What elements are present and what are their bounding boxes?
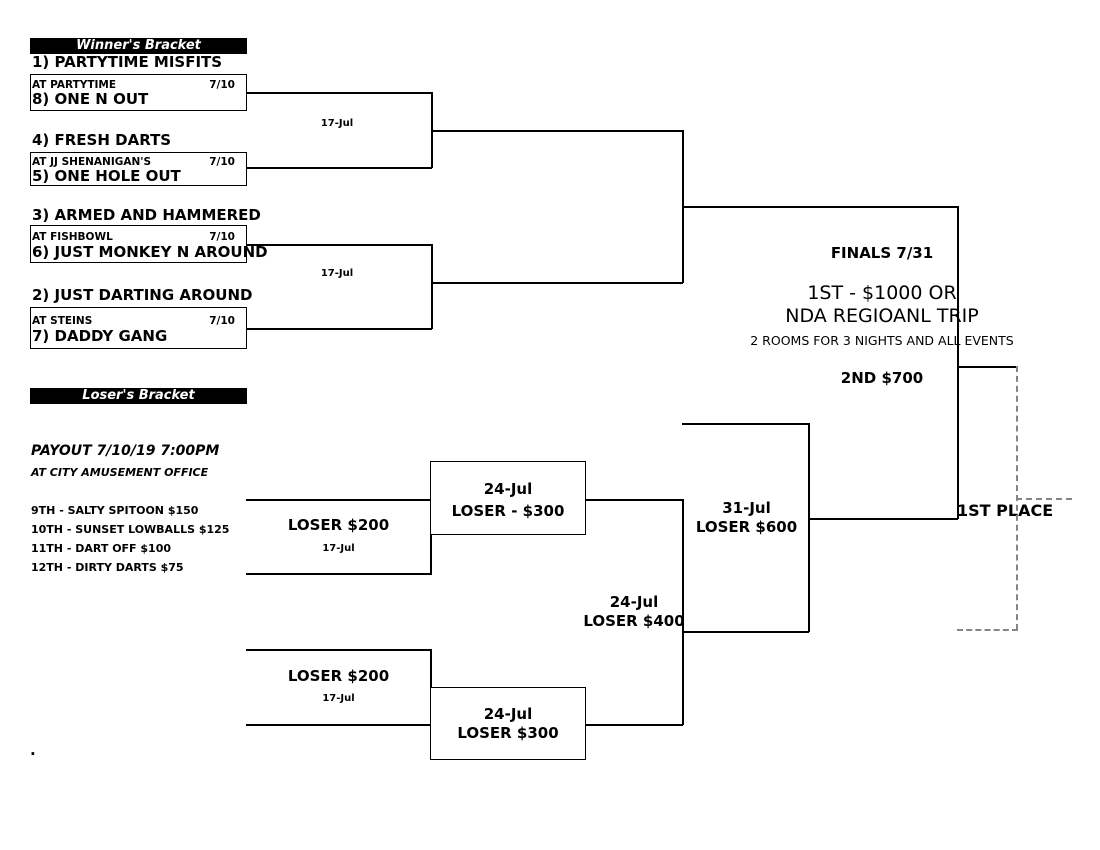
match-date-label: 17-Jul <box>322 693 355 704</box>
bracket-line <box>431 244 433 329</box>
match-date-label: 31-Jul <box>722 499 771 517</box>
bracket-line <box>682 499 684 725</box>
team-name-one-hole-out: 5) ONE HOLE OUT <box>32 167 181 185</box>
payout-location: AT CITY AMUSEMENT OFFICE <box>31 466 209 479</box>
match-venue: AT PARTYTIME <box>32 79 117 91</box>
loser-prize-label: LOSER $400 <box>583 612 685 630</box>
semifinal-date-label: 17-Jul <box>320 118 354 129</box>
second-prize-label: 2ND $700 <box>840 369 924 387</box>
bracket-line <box>957 206 959 519</box>
stray-period: . <box>30 741 36 759</box>
bracket-line <box>430 649 432 688</box>
bracket-line <box>682 423 809 425</box>
bracket-line <box>585 724 683 726</box>
payout-item-9th: 9TH - SALTY SPITOON $150 <box>31 504 199 517</box>
bracket-line <box>246 92 432 94</box>
losers-bracket-header-label: Loser's Bracket <box>82 388 195 403</box>
match-date-label: 17-Jul <box>322 543 355 554</box>
bracket-line <box>431 130 683 132</box>
payout-title: PAYOUT 7/10/19 7:00PM <box>31 443 220 459</box>
bracket-line <box>430 535 432 575</box>
bracket-line <box>246 328 432 330</box>
match-venue: AT FISHBOWL <box>32 231 113 243</box>
payout-item-12th: 12TH - DIRTY DARTS $75 <box>31 561 184 574</box>
bracket-line <box>585 499 683 501</box>
bracket-line <box>246 167 432 169</box>
bracket-line-dashed <box>1016 498 1072 500</box>
match-date: 7/10 <box>209 315 235 327</box>
bracket-line <box>246 499 431 501</box>
match-box <box>430 687 586 760</box>
match-venue: AT STEINS <box>32 315 93 327</box>
team-name-just-monkey-n-around: 6) JUST MONKEY N AROUND <box>32 243 268 261</box>
team-name-just-darting-around: 2) JUST DARTING AROUND <box>32 286 253 304</box>
bracket-line <box>246 724 431 726</box>
team-name-daddy-gang: 7) DADDY GANG <box>32 327 168 345</box>
match-date: 7/10 <box>209 79 235 91</box>
bracket-line <box>246 573 431 575</box>
first-place-label: 1ST PLACE <box>957 501 1054 520</box>
match-date: 7/10 <box>209 231 235 243</box>
first-prize-line1: 1ST - $1000 OR <box>807 282 957 304</box>
match-venue: AT JJ SHENANIGAN'S <box>32 156 152 168</box>
match-box <box>30 152 247 186</box>
loser-prize-label: LOSER $200 <box>287 667 390 685</box>
match-box <box>430 461 586 535</box>
finals-title: FINALS 7/31 <box>830 244 934 262</box>
bracket-line <box>682 631 809 633</box>
bracket-line <box>957 366 1018 368</box>
bracket-line <box>431 282 683 284</box>
bracket-line <box>682 206 958 208</box>
team-name-partytime-misfits: 1) PARTYTIME MISFITS <box>32 53 223 71</box>
match-date: 7/10 <box>209 156 235 168</box>
team-name-fresh-darts: 4) FRESH DARTS <box>32 131 172 149</box>
bracket-line <box>808 518 958 520</box>
match-date-label: 24-Jul <box>609 593 659 611</box>
first-prize-line2: NDA REGIOANL TRIP <box>785 305 979 327</box>
winners-bracket-header-bar: Winner's Bracket <box>30 38 247 54</box>
loser-prize-label: LOSER $300 <box>457 724 559 742</box>
match-date-label: 24-Jul <box>483 705 533 723</box>
losers-bracket-header-bar: Loser's Bracket <box>30 388 247 404</box>
bracket-line <box>246 649 431 651</box>
bracket-line <box>808 423 810 632</box>
payout-item-11th: 11TH - DART OFF $100 <box>31 542 172 555</box>
loser-prize-label: LOSER - $300 <box>451 502 565 520</box>
bracket-line <box>246 244 432 246</box>
payout-item-10th: 10TH - SUNSET LOWBALLS $125 <box>31 523 230 536</box>
match-date-label: 24-Jul <box>483 480 533 498</box>
team-name-armed-and-hammered: 3) ARMED AND HAMMERED <box>32 206 261 224</box>
first-prize-note: 2 ROOMS FOR 3 NIGHTS AND ALL EVENTS <box>750 333 1014 348</box>
loser-prize-label: LOSER $200 <box>287 516 390 534</box>
bracket-line-dashed <box>957 629 1018 631</box>
team-name-one-n-out: 8) ONE N OUT <box>32 90 149 108</box>
loser-prize-label: LOSER $600 <box>695 518 798 536</box>
winners-bracket-header-label: Winner's Bracket <box>76 38 201 53</box>
semifinal-date-label: 17-Jul <box>320 268 354 279</box>
